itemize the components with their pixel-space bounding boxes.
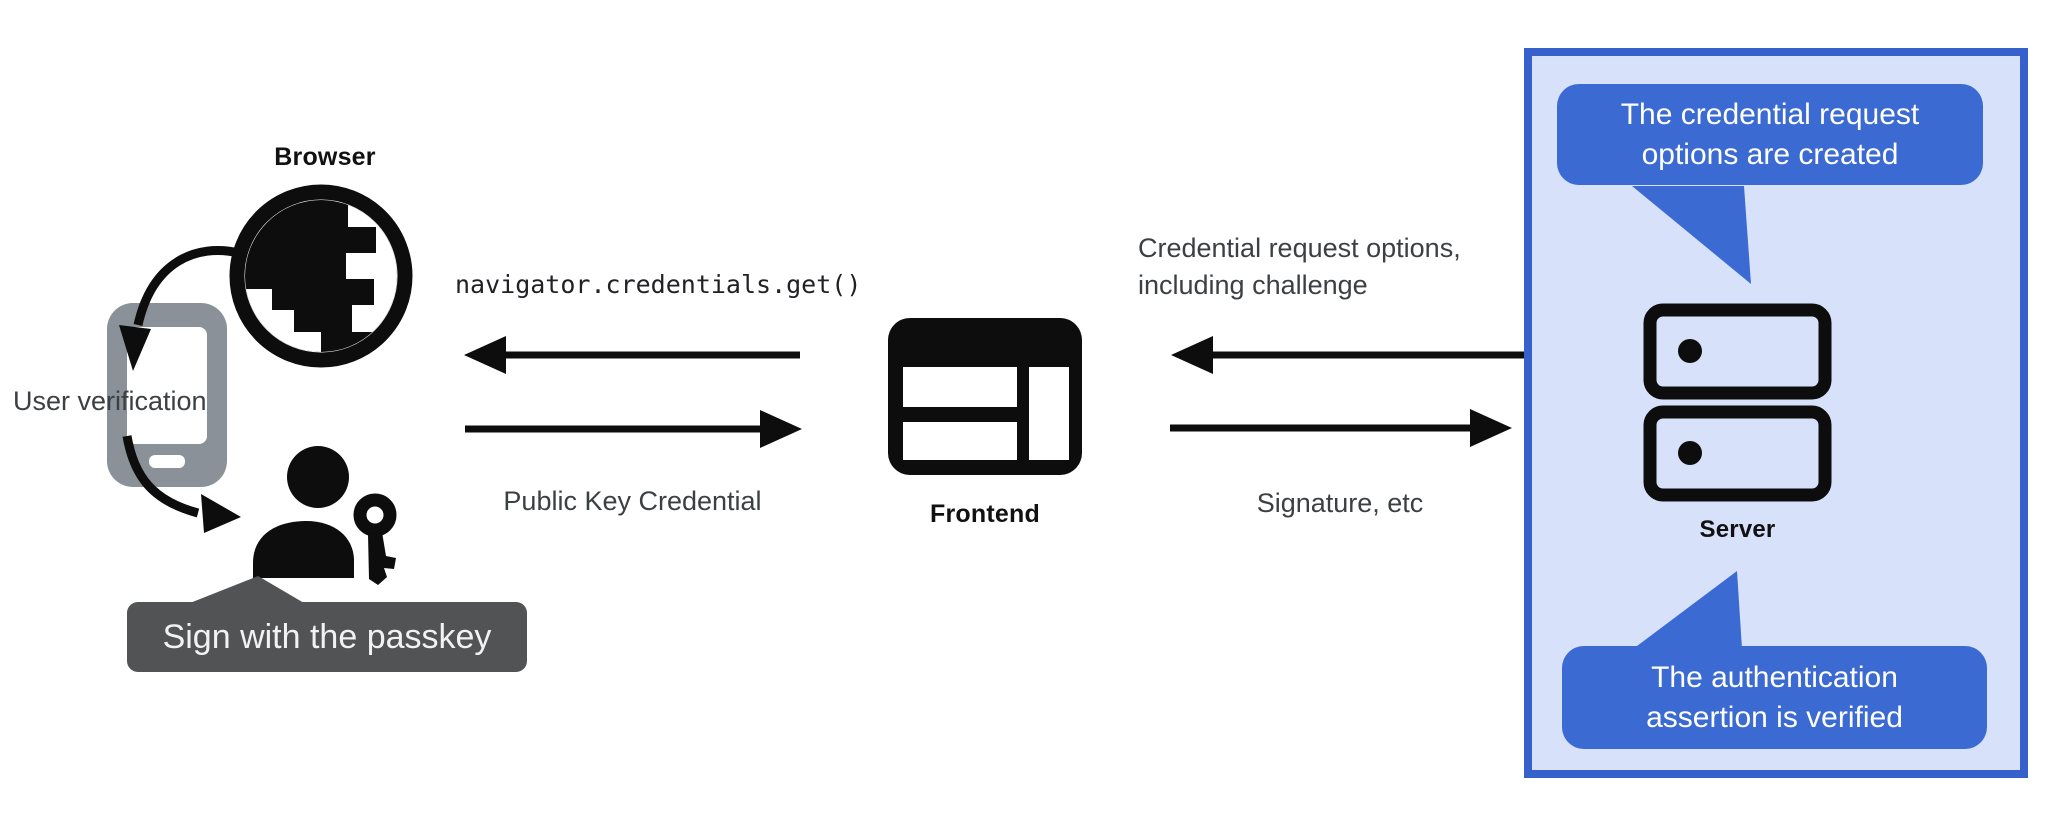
arrow-phone-to-person-icon: [122, 435, 241, 533]
frontend-window-icon: [888, 318, 1082, 475]
bubble-bottom-tail-icon: [1633, 571, 1742, 649]
tooltip-pointer-icon: [190, 576, 304, 603]
bubble-top-tail-icon: [1632, 186, 1751, 284]
public-key-credential-label: Public Key Credential: [503, 486, 762, 516]
credential-request-options-line1: Credential request options,: [1138, 233, 1461, 263]
arrow-server-to-frontend-icon: [1171, 336, 1524, 374]
signature-etc-label: Signature, etc: [1256, 488, 1424, 518]
bubble-top-line2: options are created: [1641, 137, 1899, 171]
arrow-frontend-to-server-icon: [1170, 409, 1512, 447]
bubble-bottom-line2: assertion is verified: [1646, 700, 1903, 734]
arrow-frontend-to-browser-icon: [464, 336, 800, 374]
person-key-icon: [253, 446, 397, 585]
bubble-bottom-line1: The authentication: [1651, 660, 1898, 694]
frontend-label: Frontend: [930, 500, 1040, 528]
credential-request-options-label: Credential request options, including ch…: [1138, 230, 1461, 304]
browser-label: Browser: [274, 143, 376, 171]
server-icon: [1643, 303, 1832, 502]
user-verification-label: User verification: [13, 386, 207, 416]
sign-with-passkey-tooltip: Sign with the passkey: [127, 602, 527, 672]
navigator-credentials-get-code: navigator.credentials.get(): [455, 270, 862, 299]
globe-icon: [229, 184, 413, 368]
credential-request-options-line2: including challenge: [1138, 270, 1368, 300]
arrow-globe-to-phone-icon: [119, 246, 241, 371]
server-label: Server: [1699, 516, 1776, 543]
bubble-top-line1: The credential request: [1620, 97, 1920, 131]
arrow-browser-to-frontend-icon: [465, 410, 802, 448]
bubble-authentication-verified: The authentication assertion is verified: [1562, 646, 1987, 749]
bubble-credential-request-created: The credential request options are creat…: [1557, 84, 1983, 185]
